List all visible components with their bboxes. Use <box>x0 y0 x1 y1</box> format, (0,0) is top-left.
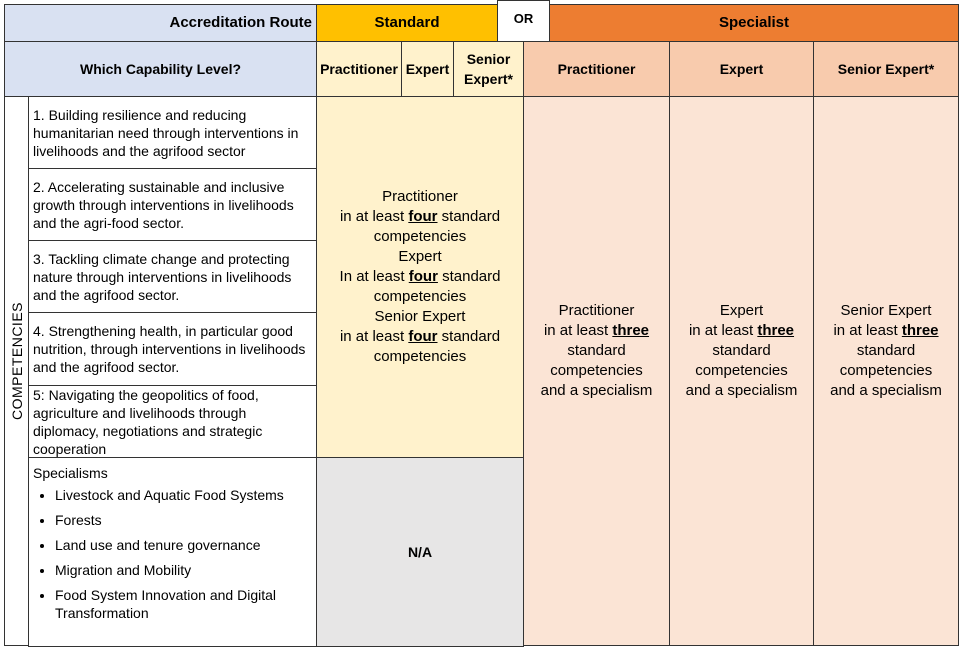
count: three <box>901 322 939 339</box>
t: competencies <box>695 362 788 379</box>
t: standard <box>567 342 626 359</box>
t: standard competencies <box>373 328 501 365</box>
t: competencies <box>550 362 643 379</box>
req: in at least three <box>544 321 649 341</box>
specialism-item: Land use and tenure governance <box>55 536 312 554</box>
t: competencies <box>839 362 933 379</box>
na-cell: N/A <box>316 457 524 647</box>
count: four <box>408 328 438 345</box>
count: four <box>408 268 438 285</box>
standard-expert-header: Expert <box>401 41 454 97</box>
t: and a specialism <box>830 382 942 399</box>
label: Accreditation Route <box>169 14 312 31</box>
req: in at least three <box>833 321 938 341</box>
or-label: OR <box>497 0 550 42</box>
level: Expert <box>719 302 764 319</box>
specialism-item: Forests <box>55 511 312 529</box>
accreditation-route-label: Accreditation Route <box>4 4 317 42</box>
level: Senior Expert <box>840 302 932 319</box>
competency-3: 3. Tackling climate change and protectin… <box>28 240 317 313</box>
specialism-item: Livestock and Aquatic Food Systems <box>55 486 312 504</box>
competency-5: 5: Navigating the geopolitics of food, a… <box>28 385 317 458</box>
std-practitioner-req: in at least four standard competencies <box>327 207 513 247</box>
level: Practitioner <box>558 302 635 319</box>
capability-level-label: Which Capability Level? <box>4 41 317 97</box>
t: and a specialism <box>540 382 653 399</box>
t: standard <box>856 342 916 359</box>
count: four <box>408 208 438 225</box>
side-label-text: COMPETENCIES <box>8 302 25 421</box>
t: standard competencies <box>373 208 501 245</box>
specialist-header: Specialist <box>549 4 959 42</box>
t: In at least <box>339 268 405 285</box>
specialist-practitioner-header: Practitioner <box>523 41 670 97</box>
t: in at least <box>339 208 405 225</box>
t: in at least <box>833 322 898 339</box>
specialism-item: Food System Innovation and Digital Trans… <box>55 586 312 622</box>
count: three <box>612 322 650 339</box>
t: in at least <box>339 328 405 345</box>
specialisms-cell: Specialisms Livestock and Aquatic Food S… <box>28 457 317 647</box>
specialist-senior-expert-req: Senior Expert in at least three standard… <box>813 96 959 646</box>
t: in at least <box>543 322 609 339</box>
t: standard <box>712 342 771 359</box>
std-senior: Senior Expert <box>374 308 466 325</box>
standard-header: Standard <box>316 4 498 42</box>
std-expert-req: In at least four standard competencies <box>327 267 513 307</box>
specialisms-list: Livestock and Aquatic Food Systems Fores… <box>33 486 312 622</box>
t: and a specialism <box>685 382 798 399</box>
t: standard competencies <box>373 268 501 305</box>
standard-senior-expert-header: Senior Expert* <box>453 41 524 97</box>
req: in at least three <box>689 321 794 341</box>
competency-4: 4. Strengthening health, in particular g… <box>28 312 317 386</box>
specialisms-title: Specialisms <box>33 465 108 481</box>
standard-practitioner-header: Practitioner <box>316 41 402 97</box>
competency-1: 1. Building resilience and reducing huma… <box>28 96 317 169</box>
competency-2: 2. Accelerating sustainable and inclusiv… <box>28 168 317 241</box>
standard-requirements: Practitioner in at least four standard c… <box>316 96 524 458</box>
specialist-expert-header: Expert <box>669 41 814 97</box>
std-expert: Expert <box>398 248 442 265</box>
std-senior-req: in at least four standard competencies <box>327 327 513 367</box>
std-practitioner: Practitioner <box>382 188 458 205</box>
t: in at least <box>688 322 754 339</box>
specialist-practitioner-req: Practitioner in at least three standard … <box>523 96 670 646</box>
specialism-item: Migration and Mobility <box>55 561 312 579</box>
specialist-expert-req: Expert in at least three standard compet… <box>669 96 814 646</box>
count: three <box>757 322 795 339</box>
specialist-senior-expert-header: Senior Expert* <box>813 41 959 97</box>
competencies-side-label: COMPETENCIES <box>4 96 29 646</box>
